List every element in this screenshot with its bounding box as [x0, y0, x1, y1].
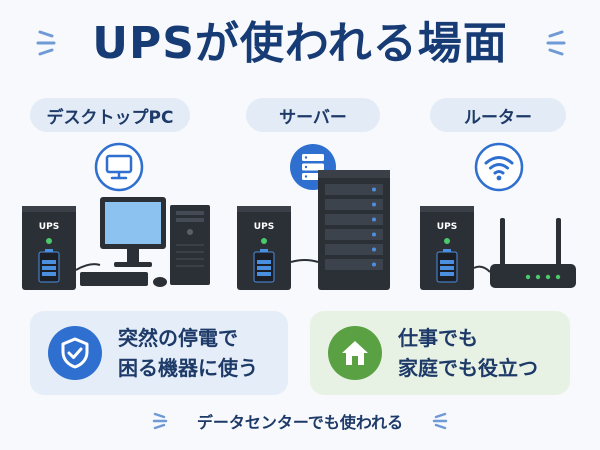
page-title: UPSが使われる場面 [92, 18, 508, 69]
category-label-router: ルーター [430, 98, 566, 132]
keyboard [80, 272, 148, 286]
category-label-desktop: デスクトップPC [30, 98, 190, 132]
mouse [153, 277, 167, 287]
home-icon [328, 326, 382, 380]
card-text: 突然の停電で 困る機器に使う [118, 323, 258, 383]
router [490, 218, 576, 288]
ups-label: UPS [437, 222, 457, 232]
shield-check-icon [48, 326, 102, 380]
ups-label: UPS [254, 222, 274, 232]
use-case-card-home-work: 仕事でも 家庭でも役立つ [310, 311, 570, 395]
card-text: 仕事でも 家庭でも役立つ [398, 323, 538, 383]
card-line-1: 突然の停電で [118, 326, 238, 350]
footer-right-dashes-icon [432, 412, 448, 430]
desktop-monitor [100, 197, 166, 267]
card-line-2: 家庭でも役立つ [398, 356, 538, 380]
title-left-dashes-icon [36, 30, 56, 56]
ups-unit-desktop: UPS [22, 206, 76, 290]
use-case-card-power-outage: 突然の停電で 困る機器に使う [30, 311, 288, 395]
ups-label: UPS [39, 222, 59, 232]
footer-caption: データセンターでも使われる [196, 413, 404, 432]
pc-tower [170, 205, 210, 285]
monitor-icon [94, 142, 144, 192]
card-line-1: 仕事でも [398, 326, 478, 350]
server-rack [318, 170, 390, 290]
title-right-dashes-icon [546, 30, 566, 56]
devices-illustration: UPS [22, 170, 576, 290]
ups-unit-server: UPS [237, 206, 291, 290]
card-line-2: 困る機器に使う [118, 356, 258, 380]
wifi-icon [474, 142, 524, 192]
ups-unit-router: UPS [420, 206, 474, 290]
footer-left-dashes-icon [152, 412, 168, 430]
category-label-server: サーバー [246, 98, 380, 132]
